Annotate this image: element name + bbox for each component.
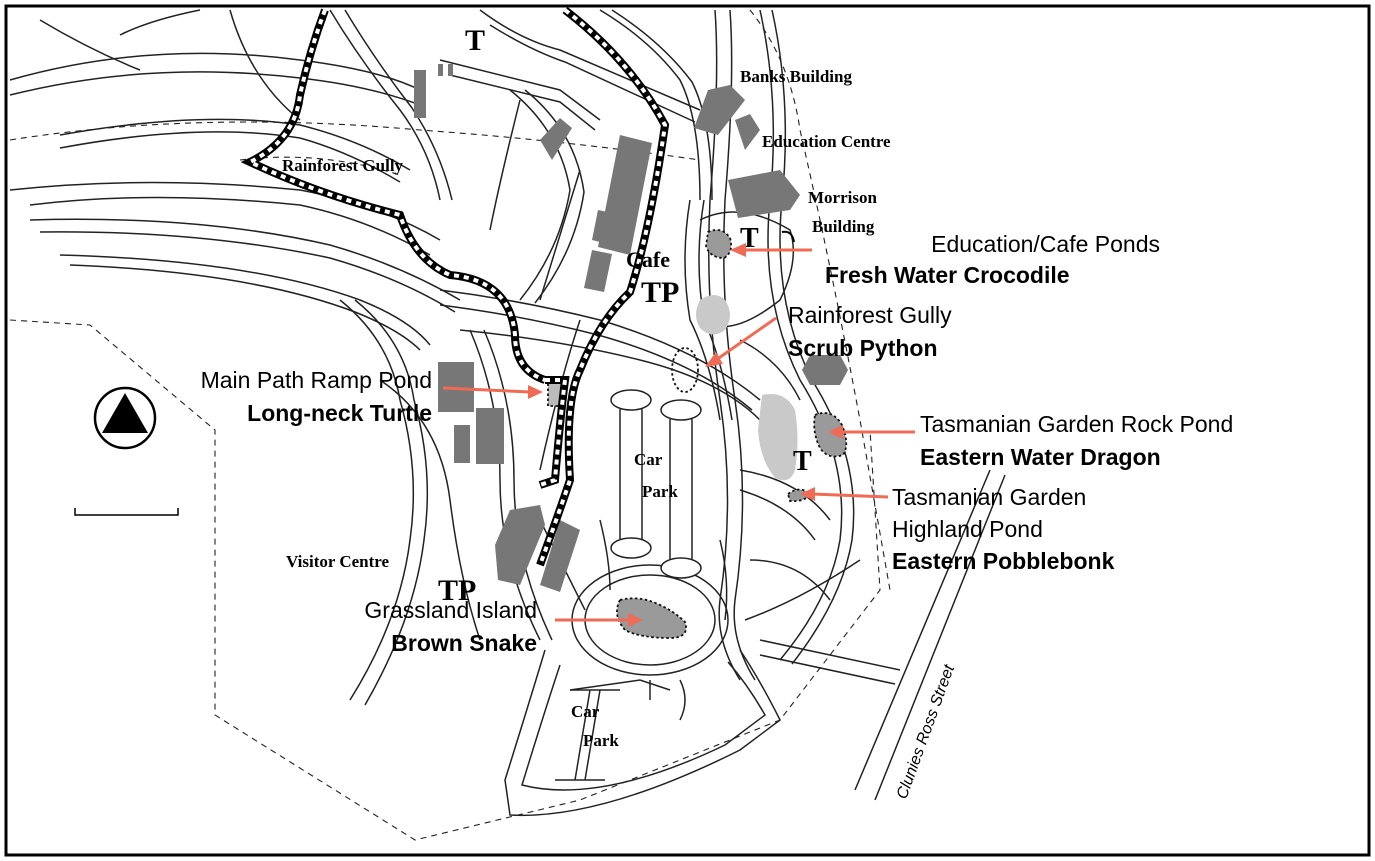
label-car-park-1-line2: Park: [642, 482, 678, 501]
rock-pond: [813, 412, 848, 458]
habitat-location-rainforest: Rainforest Gully: [788, 302, 952, 328]
street-edge-west: [854, 469, 991, 791]
label-cafe: Cafe: [626, 247, 670, 272]
facility-symbols: T T T TP TP: [438, 24, 812, 607]
habitat-location-education-cafe: Education/Cafe Ponds: [931, 231, 1160, 257]
label-banks-building: Banks Building: [740, 67, 852, 86]
ponds: [547, 229, 848, 639]
label-rainforest-gully: Rainforest Gully: [282, 156, 404, 175]
arrow-ramp-pond: [442, 386, 531, 394]
education-cafe-pond: [705, 229, 733, 259]
habitat-species-python: Scrub Python: [788, 335, 938, 361]
habitat-location-highland-line2: Highland Pond: [892, 516, 1043, 542]
arrow-highland-pond: [811, 492, 889, 499]
label-morrison-line2: Building: [812, 217, 875, 236]
toilet-phone-symbol-visitor: TP: [438, 574, 476, 607]
habitat-labels: Education/Cafe Ponds Fresh Water Crocodi…: [201, 231, 1234, 656]
label-car-park-1-line1: Car: [634, 450, 663, 469]
label-morrison-line1: Morrison: [808, 188, 877, 207]
street-edge-east: [874, 474, 1006, 801]
label-car-park-2-line2: Park: [583, 731, 619, 750]
habitat-location-grassland: Grassland Island: [364, 597, 537, 623]
rainforest-gully-marker: [671, 347, 699, 393]
toilet-accessible-mark: [781, 230, 795, 243]
habitat-species-turtle: Long-neck Turtle: [247, 400, 432, 426]
habitat-location-highland-line1: Tasmanian Garden: [892, 484, 1086, 510]
arrow-rainforest-gully: [715, 316, 777, 362]
upper-car-park-islands: [610, 389, 702, 579]
label-visitor-centre: Visitor Centre: [286, 552, 390, 571]
habitat-species-crocodile: Fresh Water Crocodile: [825, 262, 1070, 288]
toilet-phone-symbol-cafe: TP: [641, 276, 679, 309]
toilet-symbol-tasmanian: T: [793, 446, 812, 477]
habitat-location-rock-pond: Tasmanian Garden Rock Pond: [920, 411, 1233, 437]
north-arrow-icon: [93, 386, 157, 450]
buildings: [414, 64, 848, 592]
grassland-island-pond: [616, 597, 687, 639]
garden-boundary: [9, 9, 891, 841]
toilet-symbol-north: T: [465, 24, 485, 57]
label-car-park-2-line1: Car: [571, 702, 600, 721]
label-education-centre: Education Centre: [762, 132, 891, 151]
scale-bar: [74, 508, 179, 516]
habitat-location-ramp-pond: Main Path Ramp Pond: [201, 367, 432, 393]
habitat-arrows: [442, 243, 915, 627]
habitat-species-water-dragon: Eastern Water Dragon: [920, 444, 1161, 470]
habitat-species-pobblebonk: Eastern Pobblebonk: [892, 548, 1115, 574]
main-trail: [240, 6, 670, 567]
habitat-species-brown-snake: Brown Snake: [391, 630, 537, 656]
